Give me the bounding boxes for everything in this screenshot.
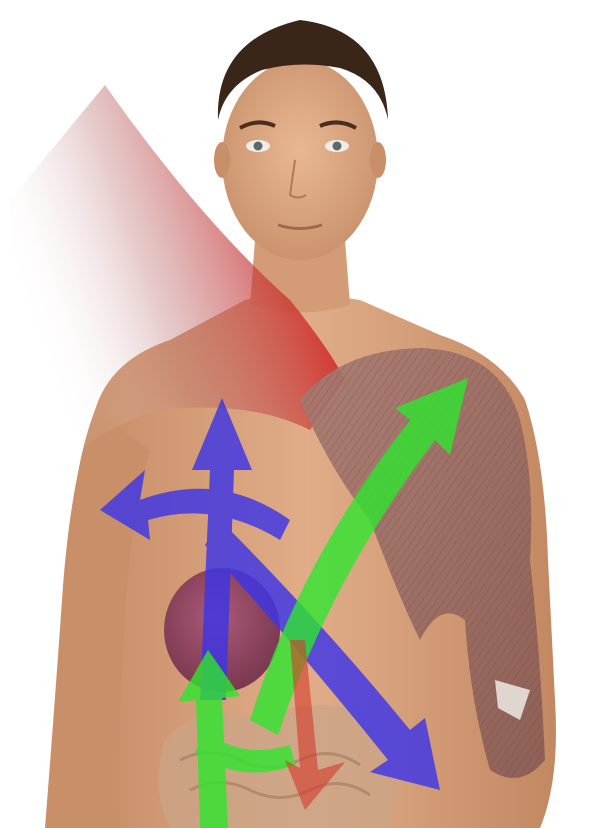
head (214, 20, 388, 260)
